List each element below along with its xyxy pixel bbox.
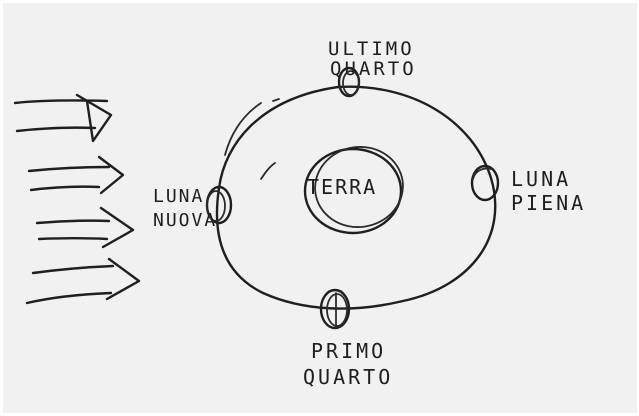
paper: ULTIMO QUARTO LUNA PIENA LUNA NUOVA TERR…	[3, 3, 637, 413]
inner-tick-2	[260, 162, 276, 180]
label-ultimo-quarto-line1: ULTIMO	[328, 38, 415, 60]
inner-tick-1	[272, 98, 280, 102]
label-primo-quarto: PRIMO QUARTO	[303, 341, 393, 387]
moon-primo-quarto	[319, 288, 351, 330]
label-ultimo-quarto-line2: QUARTO	[330, 58, 417, 80]
label-luna-piena: LUNA PIENA	[511, 169, 586, 213]
moon-phases-drawing	[13, 66, 500, 330]
arrow-4	[25, 257, 141, 305]
label-ultimo-quarto: ULTIMO QUARTO	[328, 39, 417, 79]
label-luna-nuova-line1: LUNA	[153, 186, 205, 207]
label-primo-quarto-line1: PRIMO	[311, 339, 387, 363]
arrow-3	[35, 206, 135, 249]
label-luna-piena-line1: LUNA	[511, 167, 572, 191]
label-primo-quarto-line2: QUARTO	[303, 365, 394, 389]
label-luna-nuova-line2: NUOVA	[153, 210, 218, 231]
arrow-2	[27, 155, 125, 195]
sunlight-arrows	[13, 93, 141, 305]
label-luna-piena-line2: PIENA	[511, 191, 587, 215]
label-terra: TERRA	[307, 175, 378, 199]
moon-luna-piena	[470, 164, 500, 202]
label-luna-nuova: LUNA NUOVA	[153, 187, 217, 231]
arrow-1	[13, 93, 113, 143]
moon-orbit	[215, 85, 497, 310]
moon-luna-nuova	[205, 185, 233, 225]
orbit-overstroke	[224, 102, 262, 156]
earth	[303, 146, 404, 235]
moon-ultimo-quarto	[337, 66, 361, 98]
